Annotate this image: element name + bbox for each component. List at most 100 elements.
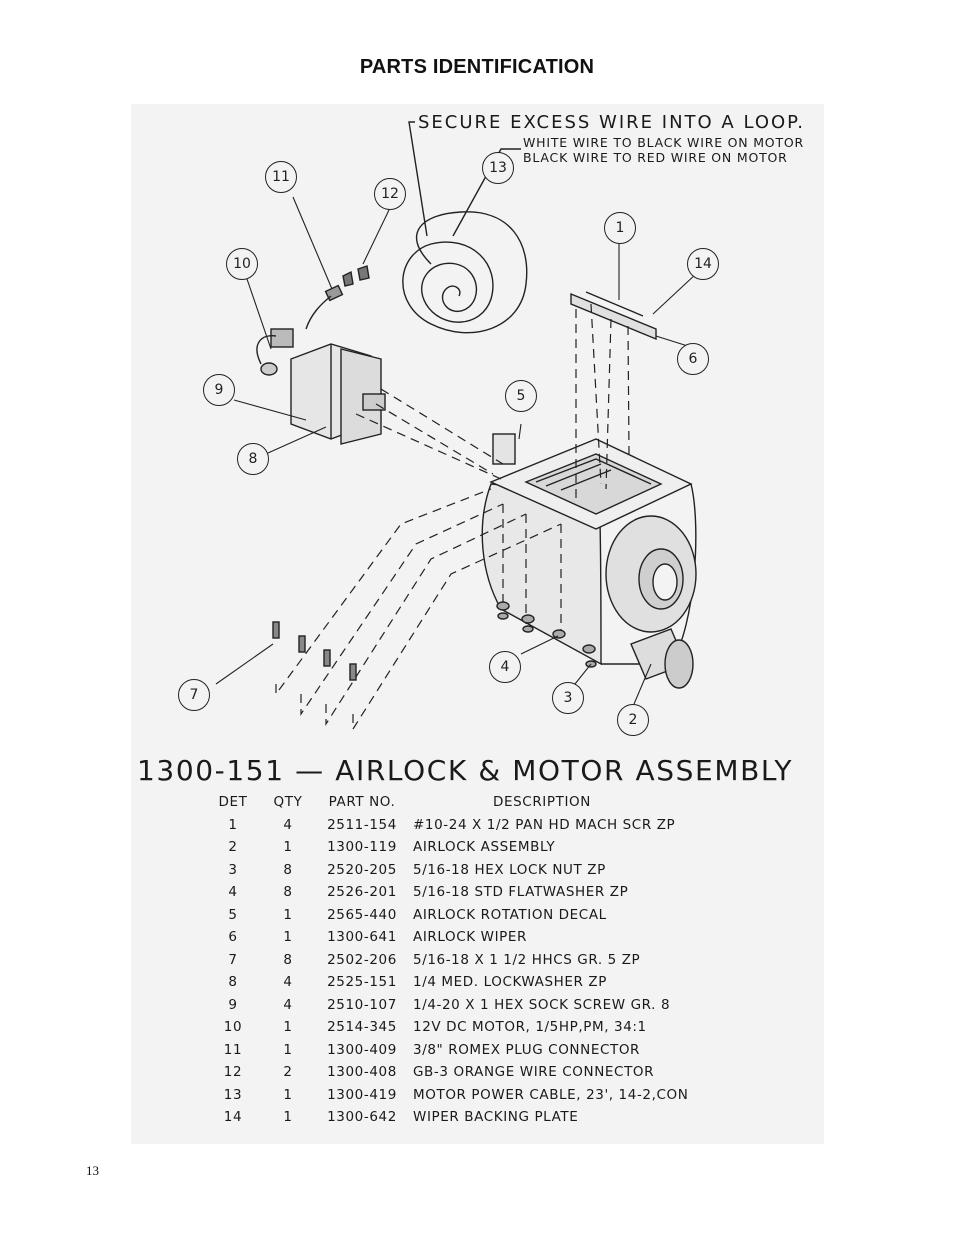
wire-connectors [342, 265, 370, 287]
cell-det: 4 [228, 884, 238, 900]
callout-11: 11 [265, 161, 297, 193]
cell-description: #10-24 X 1/2 PAN HD MACH SCR ZP [413, 816, 676, 833]
cell-qty: 4 [283, 996, 293, 1013]
rotation-decal [492, 433, 516, 465]
callout-12: 12 [374, 178, 406, 210]
cell-part-no: 1300-408 [327, 1064, 397, 1080]
cell-part-no: 2520-205 [327, 861, 397, 878]
motor [256, 328, 386, 445]
cell-part-no: 2502-206 [327, 951, 397, 968]
cell-det: 12 [223, 1064, 243, 1080]
table-row: 7 8 2502-206 5/16-18 X 1 1/2 HHCS GR. 5 ZP [131, 952, 824, 975]
airlock-wiper [570, 291, 657, 341]
callout-7: 7 [178, 679, 210, 711]
cell-qty: 1 [283, 1019, 293, 1035]
cell-description: GB-3 ORANGE WIRE CONNECTOR [413, 1064, 655, 1080]
cell-description: AIRLOCK WIPER [413, 929, 528, 945]
cell-qty: 8 [283, 861, 293, 878]
airlock-body [481, 483, 697, 689]
callout-14: 14 [687, 248, 719, 280]
nuts-washers [496, 601, 597, 668]
cell-det: 3 [228, 861, 238, 878]
cell-description: WIPER BACKING PLATE [413, 1109, 579, 1125]
table-row: 1 4 2511-154 #10-24 X 1/2 PAN HD MACH SCR Z… [131, 817, 824, 840]
cell-description: MOTOR POWER CABLE, 23', 14-2,CON [413, 1086, 689, 1103]
cell-det: 9 [228, 996, 238, 1013]
cell-det: 5 [228, 906, 238, 923]
cell-qty: 8 [283, 884, 293, 900]
cell-qty: 1 [283, 906, 293, 923]
cell-qty: 2 [283, 1064, 293, 1080]
header-desc: DESCRIPTION [493, 794, 591, 810]
callout-6: 6 [677, 343, 709, 375]
callout-leaders [215, 196, 698, 705]
callout-4: 4 [489, 651, 521, 683]
wire-loop-note: SECURE EXCESS WIRE INTO A LOOP. [418, 112, 805, 133]
table-row: 13 1 1300-419 MOTOR POWER CABLE, 23', 14-2,… [131, 1087, 824, 1110]
table-row: 2 1 1300-119 AIRLOCK ASSEMBLY [131, 839, 824, 862]
cell-det: 7 [228, 951, 238, 968]
cell-qty: 8 [283, 951, 293, 968]
cell-det: 11 [223, 1041, 243, 1058]
cell-part-no: 1300-641 [327, 929, 397, 945]
cell-part-no: 1300-119 [327, 839, 397, 855]
cell-description: 5/16-18 HEX LOCK NUT ZP [413, 861, 606, 878]
cell-part-no: 2514-345 [327, 1019, 397, 1035]
callout-3: 3 [552, 682, 584, 714]
cell-qty: 1 [283, 1086, 293, 1103]
cell-description: AIRLOCK ASSEMBLY [413, 839, 556, 855]
hex-bolts [272, 621, 357, 681]
cell-description: 1/4-20 X 1 HEX SOCK SCREW GR. 8 [413, 996, 671, 1013]
table-row: 9 4 2510-107 1/4-20 X 1 HEX SOCK SCREW GR. … [131, 997, 824, 1020]
wiring-note-black: BLACK WIRE TO RED WIRE ON MOTOR [523, 150, 788, 165]
callout-8: 8 [237, 443, 269, 475]
cell-part-no: 1300-642 [327, 1109, 397, 1125]
cell-det: 1 [228, 816, 238, 833]
callout-13: 13 [482, 152, 514, 184]
callout-9: 9 [203, 374, 235, 406]
callout-10: 10 [226, 248, 258, 280]
wiring-note-white: WHITE WIRE TO BLACK WIRE ON MOTOR [523, 135, 805, 150]
cell-det: 13 [223, 1086, 243, 1103]
cell-part-no: 2511-154 [327, 816, 397, 833]
header-det: DET [218, 794, 248, 810]
parts-header-row: DET QTY PART NO. DESCRIPTION [131, 794, 824, 817]
cell-part-no: 2565-440 [327, 906, 397, 923]
table-row: 4 8 2526-201 5/16-18 STD FLATWASHER ZP [131, 884, 824, 907]
cell-part-no: 1300-419 [327, 1086, 397, 1103]
table-row: 6 1 1300-641 AIRLOCK WIPER [131, 929, 824, 952]
page-number: 13 [86, 1163, 99, 1178]
header-qty: QTY [273, 794, 303, 810]
cell-det: 6 [228, 929, 238, 945]
cell-part-no: 2526-201 [327, 884, 397, 900]
cell-det: 14 [223, 1109, 243, 1125]
cell-qty: 1 [283, 929, 293, 945]
table-row: 5 1 2565-440 AIRLOCK ROTATION DECAL [131, 907, 824, 930]
cell-qty: 1 [283, 1109, 293, 1125]
wire-loop [402, 211, 528, 334]
cell-description: 5/16-18 STD FLATWASHER ZP [413, 884, 629, 900]
callout-2: 2 [617, 704, 649, 736]
plug-connector [305, 284, 344, 330]
cell-description: 3/8" ROMEX PLUG CONNECTOR [413, 1041, 641, 1058]
drawing-sheet: SECURE EXCESS WIRE INTO A LOOP. WHITE WI… [131, 104, 824, 1144]
cell-part-no: 2525-151 [327, 974, 397, 990]
cell-description: 5/16-18 X 1 1/2 HHCS GR. 5 ZP [413, 951, 641, 968]
cell-det: 8 [228, 974, 238, 990]
cell-part-no: 2510-107 [327, 996, 397, 1013]
cell-det: 2 [228, 839, 238, 855]
cell-part-no: 1300-409 [327, 1041, 397, 1058]
cell-qty: 4 [283, 974, 293, 990]
header-part: PART NO. [328, 794, 396, 810]
assembly-lines [275, 303, 630, 732]
leader-line [452, 148, 521, 237]
cell-qty: 4 [283, 816, 293, 833]
table-row: 3 8 2520-205 5/16-18 HEX LOCK NUT ZP [131, 862, 824, 885]
page-title: PARTS IDENTIFICATION [359, 56, 595, 78]
cell-qty: 1 [283, 839, 293, 855]
assembly-title: 1300-151 — AIRLOCK & MOTOR ASSEMBLY [137, 754, 794, 787]
cell-description: AIRLOCK ROTATION DECAL [413, 906, 607, 923]
